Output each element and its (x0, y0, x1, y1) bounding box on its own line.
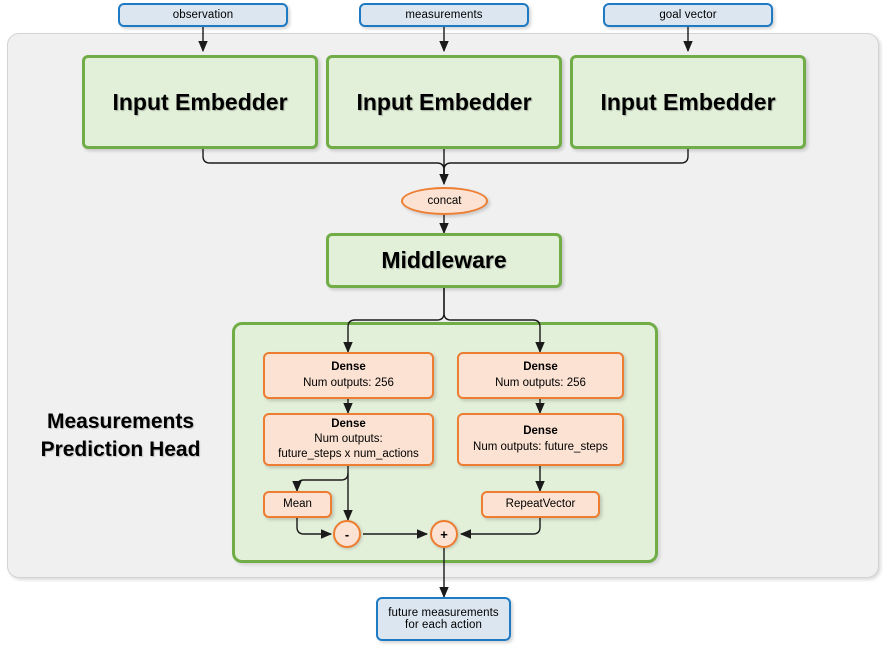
concat-label: concat (427, 195, 462, 207)
middleware-label: Middleware (381, 247, 507, 273)
output-label-line1: future measurements (388, 607, 499, 619)
right-dense-1-title: Dense (523, 361, 558, 374)
input-embedder-3[interactable]: Input Embedder (570, 55, 806, 149)
input-node-goal-vector[interactable]: goal vector (603, 3, 773, 27)
repeat-vector-node[interactable]: RepeatVector (481, 491, 600, 518)
head-label-line1: Measurements (46, 410, 195, 433)
add-op-label: + (440, 526, 448, 542)
right-dense-2-outputs: Num outputs: future_steps (473, 440, 608, 453)
input-embedder-1[interactable]: Input Embedder (82, 55, 318, 149)
input-label-measurements: measurements (405, 9, 483, 21)
right-dense-1-outputs: Num outputs: 256 (495, 376, 586, 389)
add-op[interactable]: + (430, 520, 458, 548)
input-label-goal-vector: goal vector (659, 9, 717, 21)
input-embedder-1-label: Input Embedder (112, 88, 288, 115)
output-label-line2: for each action (405, 619, 482, 631)
left-dense-2-title: Dense (331, 417, 366, 430)
left-dense-1-outputs: Num outputs: 256 (303, 376, 394, 389)
input-node-measurements[interactable]: measurements (359, 3, 529, 27)
subtract-op[interactable]: - (333, 520, 361, 548)
subtract-op-label: - (344, 526, 350, 542)
middleware-node[interactable]: Middleware (326, 233, 562, 288)
input-embedder-2[interactable]: Input Embedder (326, 55, 562, 149)
right-dense-2-title: Dense (523, 425, 558, 438)
input-node-observation[interactable]: observation (118, 3, 288, 27)
input-embedder-3-label: Input Embedder (600, 88, 776, 115)
mean-node[interactable]: Mean (263, 491, 332, 518)
repeat-vector-label: RepeatVector (505, 497, 576, 510)
left-dense-2-outputs-label: Num outputs: (314, 432, 383, 445)
left-dense-1[interactable]: Dense Num outputs: 256 (263, 352, 434, 399)
left-dense-1-title: Dense (331, 361, 366, 374)
concat-node[interactable]: concat (401, 187, 488, 215)
input-label-observation: observation (172, 9, 234, 21)
left-dense-2-outputs-value: future_steps x num_actions (278, 448, 419, 461)
head-label-line2: Prediction Head (40, 437, 201, 461)
mean-label: Mean (283, 497, 312, 510)
right-dense-2[interactable]: Dense Num outputs: future_steps (457, 413, 624, 466)
input-embedder-2-label: Input Embedder (356, 88, 532, 115)
left-dense-2[interactable]: Dense Num outputs: future_steps x num_ac… (263, 413, 434, 466)
output-node-future-measurements[interactable]: future measurements for each action (376, 597, 511, 641)
right-dense-1[interactable]: Dense Num outputs: 256 (457, 352, 624, 399)
measurements-prediction-head-label: Measurements Prediction Head (18, 408, 223, 463)
